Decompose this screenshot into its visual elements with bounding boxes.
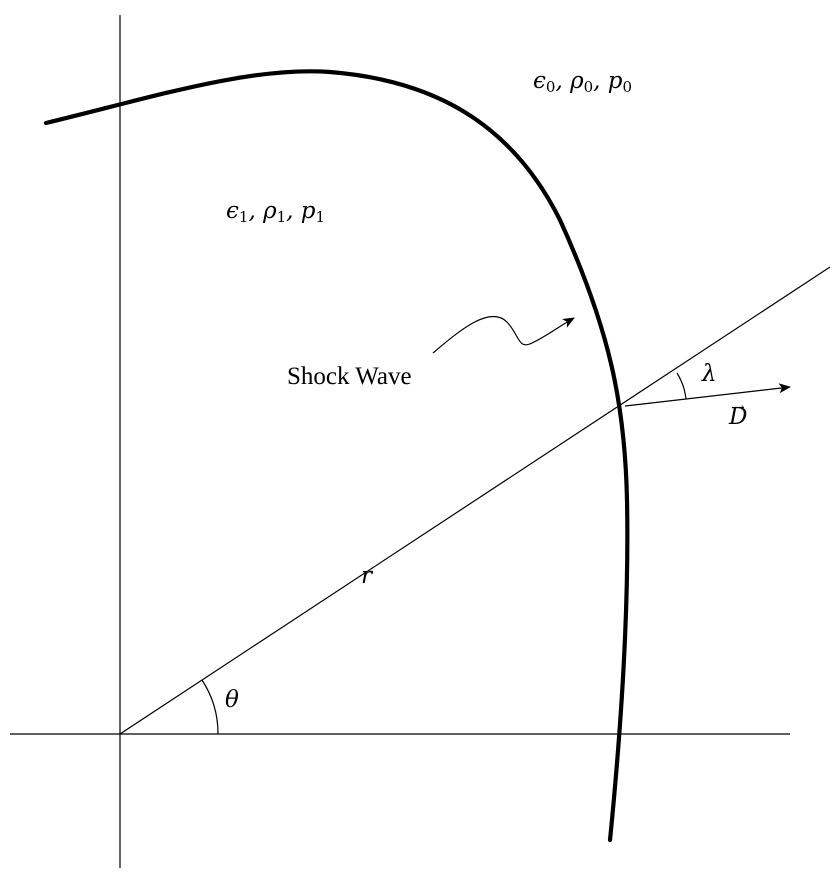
upstream-state-label: ϵ0, ρ0, p0 [533,68,633,96]
shock-wave-label: Shock Wave [287,363,412,390]
velocity-vector-label: D [729,404,748,430]
radius-line [119,266,831,735]
theta-label: θ [225,687,239,713]
vector-arrow-accent: → [733,400,745,416]
lambda-label: λ [702,361,717,387]
radius-label: r [361,563,372,589]
downstream-state-label: ϵ1, ρ1, p1 [226,198,326,226]
lambda-angle-arc [676,372,687,400]
shock-front-curve [43,69,630,843]
velocity-vector-arrow [624,383,791,407]
theta-angle-arc [201,679,219,735]
shock-pointer-arrow [432,315,575,354]
